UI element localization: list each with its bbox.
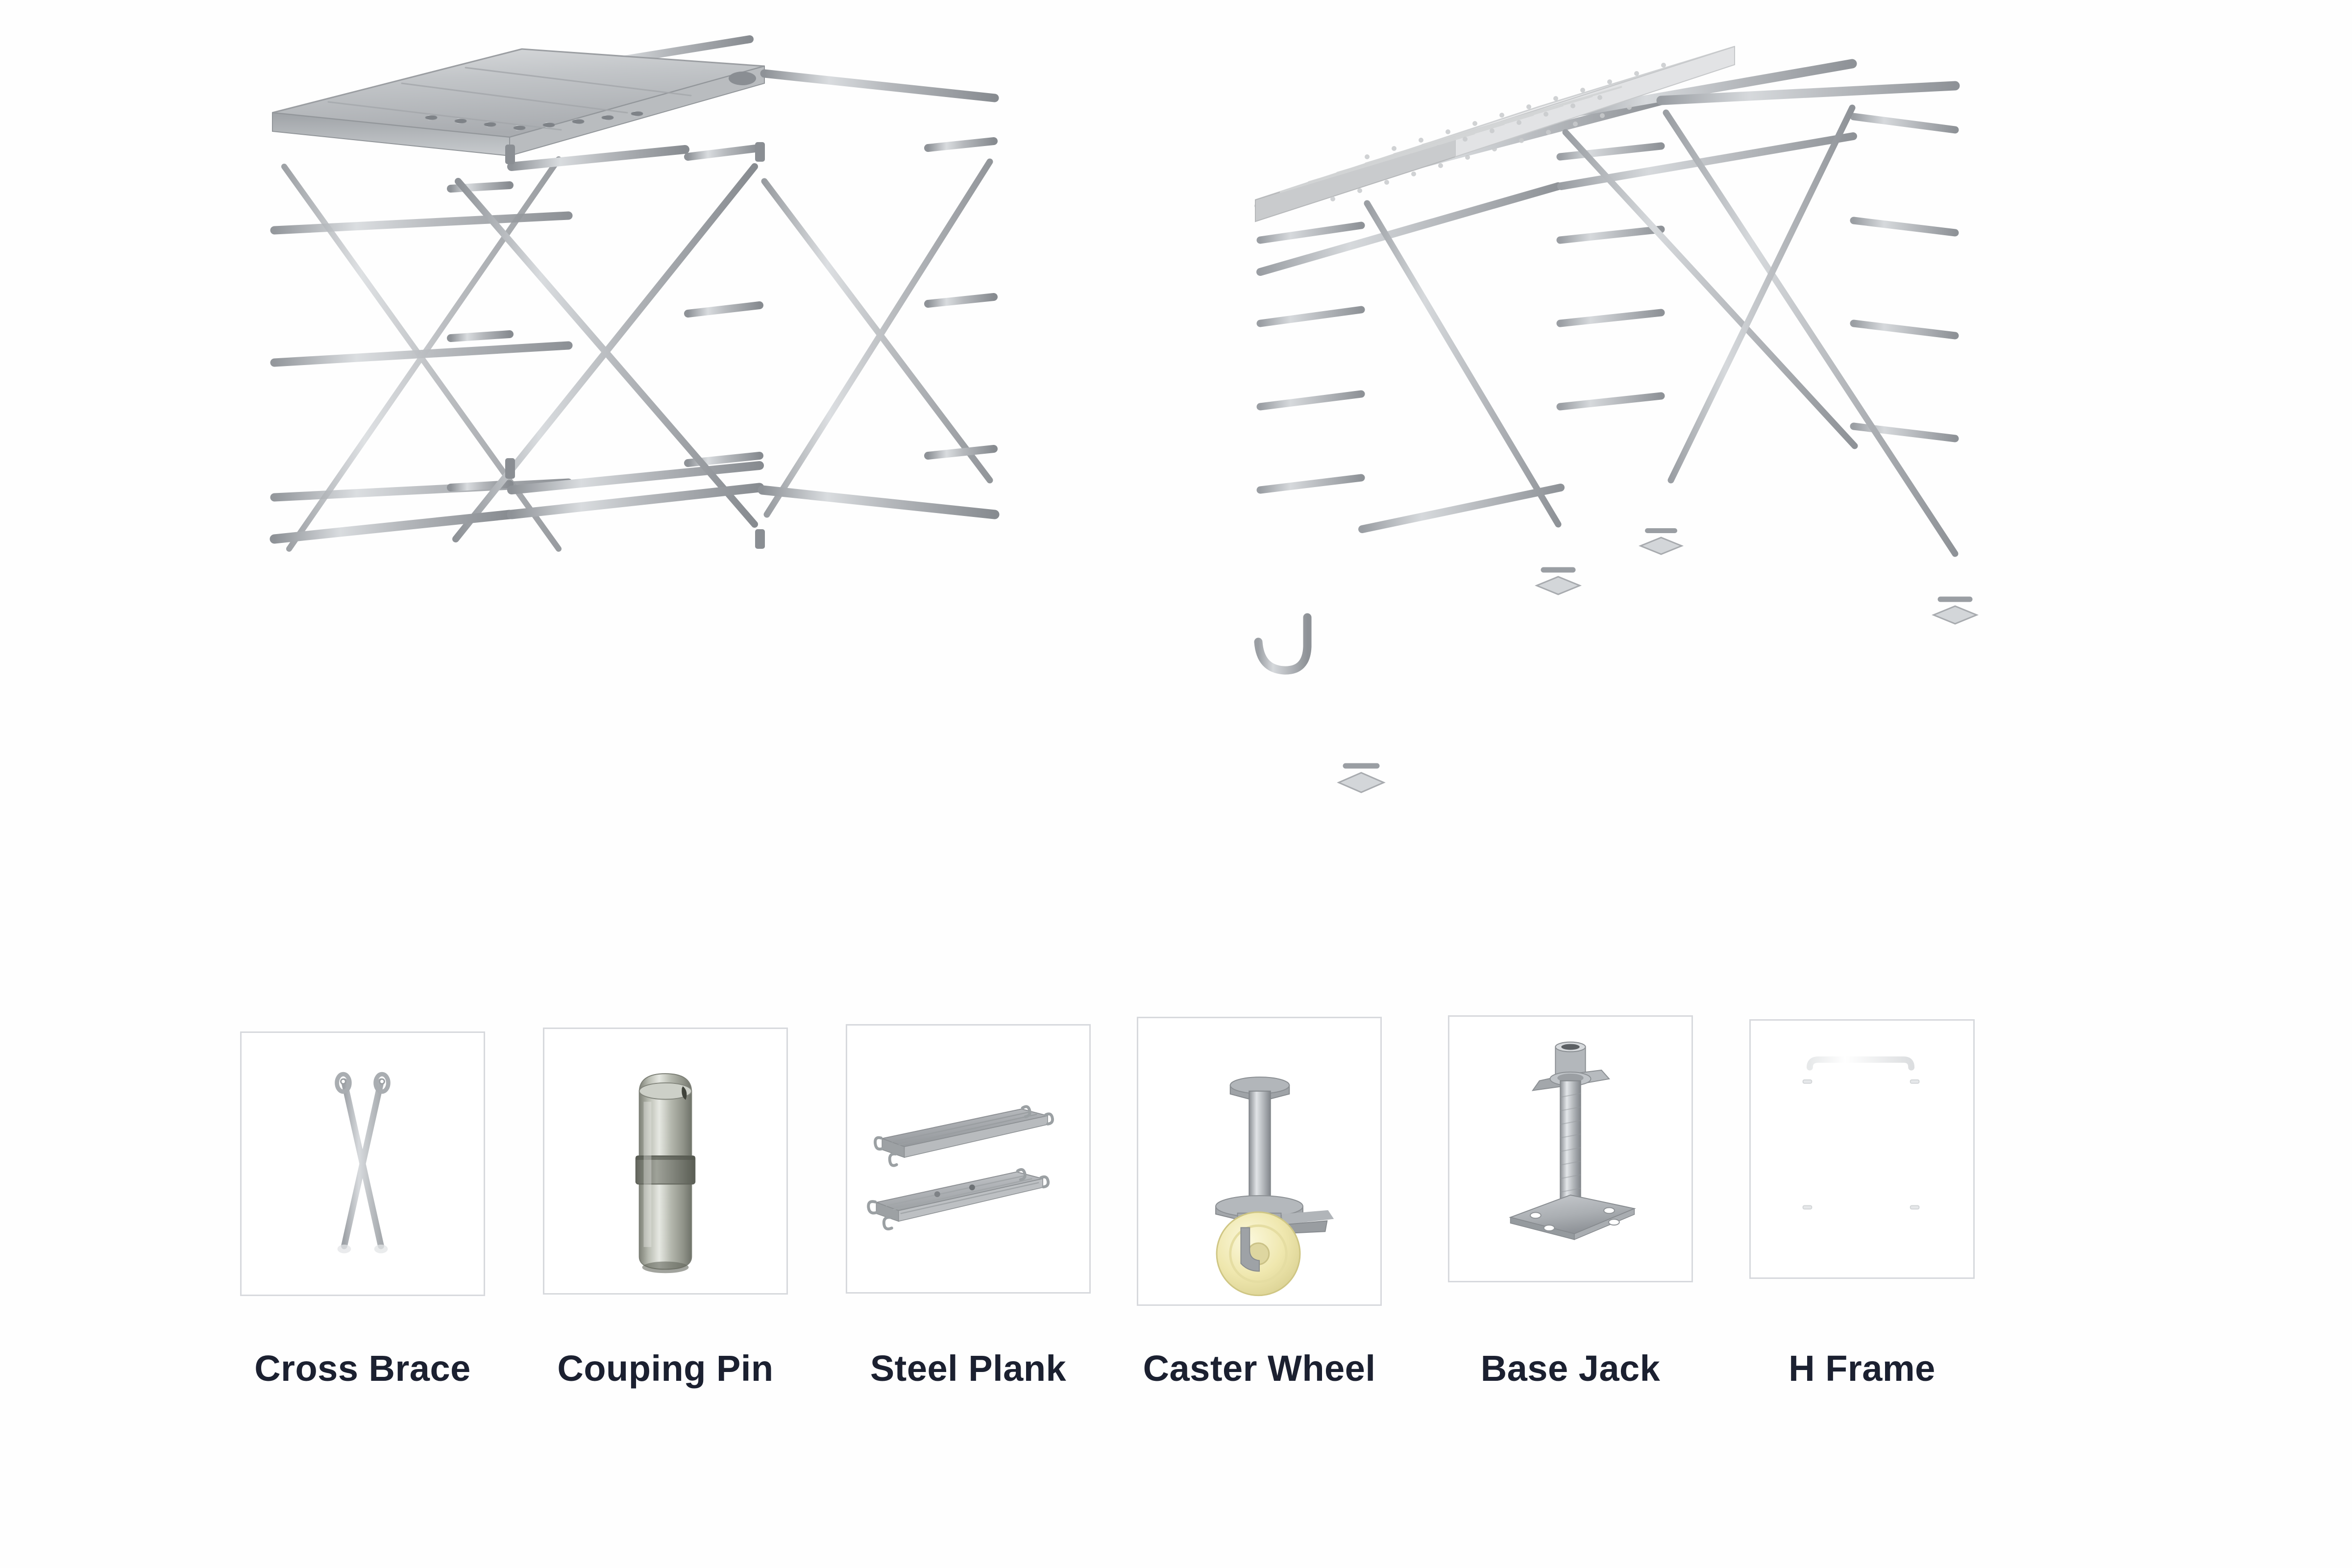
thumbnail-box-cross-brace[interactable]	[240, 1031, 485, 1296]
caption-h-frame: H Frame	[1788, 1348, 1936, 1389]
right-scaffold-base-jacks	[1337, 528, 1979, 793]
hero-product-images	[269, 35, 1979, 793]
caption-steel-plank: Steel Plank	[870, 1348, 1067, 1389]
caster-top-nut	[1229, 1077, 1290, 1102]
left-scaffold-coupling-collars	[505, 72, 765, 549]
thumbnail-box-h-frame[interactable]	[1749, 1019, 1975, 1279]
left-scaffold-geometry	[269, 35, 1000, 787]
caption-caster-wheel: Caster Wheel	[1143, 1348, 1376, 1389]
base-jack-socket	[1555, 1041, 1586, 1078]
base-jack-icon	[1509, 1041, 1636, 1240]
h-frame-icon	[1802, 1051, 1920, 1248]
thumbnail-box-caster-wheel[interactable]	[1137, 1017, 1382, 1306]
thumbnail-box-couping-pin[interactable]	[543, 1028, 788, 1295]
caption-couping-pin: Couping Pin	[557, 1348, 774, 1389]
component-thumbnail-strip: Cross Brace	[0, 1004, 2352, 1494]
right-scaffold-image	[1253, 46, 1979, 793]
left-scaffold-image	[269, 35, 1000, 787]
right-scaffold-plank	[1255, 46, 1735, 222]
thumbnail-box-base-jack[interactable]	[1448, 1015, 1693, 1282]
thumbnail-box-steel-plank[interactable]	[846, 1024, 1091, 1294]
cross-brace-icon	[335, 1072, 391, 1253]
caster-wheel-disc	[1216, 1211, 1301, 1297]
steel-plank-lower	[867, 1168, 1050, 1230]
steel-plank-icon	[867, 1105, 1054, 1230]
caster-wheel-icon	[1215, 1077, 1334, 1297]
caption-cross-brace: Cross Brace	[254, 1348, 471, 1389]
caption-base-jack: Base Jack	[1480, 1348, 1661, 1389]
base-jack-base-plate	[1509, 1194, 1636, 1240]
left-scaffold-plank	[272, 48, 765, 157]
steel-plank-upper	[874, 1105, 1054, 1167]
couping-pin-icon	[635, 1073, 696, 1274]
